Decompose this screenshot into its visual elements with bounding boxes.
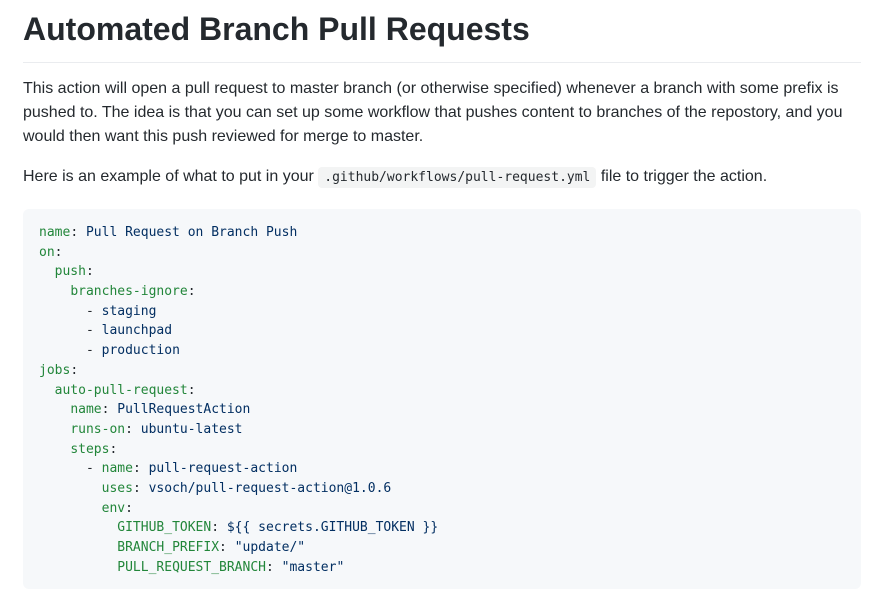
- example-paragraph: Here is an example of what to put in you…: [23, 165, 861, 190]
- code-indent: [39, 383, 55, 398]
- code-line: auto-pull-request:: [39, 381, 845, 401]
- code-line: name: Pull Request on Branch Push: [39, 223, 845, 243]
- code-colon: :: [125, 500, 133, 516]
- example-text-before: Here is an example of what to put in you…: [23, 168, 319, 185]
- code-colon: :: [132, 461, 149, 477]
- code-value: vsoch/pull-request-action@1.0.6: [148, 480, 392, 496]
- code-colon: :: [70, 362, 79, 378]
- code-key: PULL_REQUEST_BRANCH: [117, 559, 266, 575]
- code-indent: [39, 304, 86, 319]
- code-value: ${{ secrets.GITHUB_TOKEN }}: [226, 520, 439, 536]
- code-list-dash: -: [85, 303, 102, 319]
- code-line: runs-on: ubuntu-latest: [39, 420, 845, 440]
- code-colon: :: [101, 402, 118, 418]
- code-key: BRANCH_PREFIX: [117, 540, 220, 555]
- code-colon: :: [187, 284, 196, 300]
- code-value: staging: [101, 303, 157, 319]
- code-value: Pull Request on Branch Push: [85, 225, 298, 240]
- code-colon: :: [70, 225, 86, 240]
- heading-divider: [23, 62, 861, 63]
- code-key: steps: [70, 441, 110, 457]
- intro-paragraph: This action will open a pull request to …: [23, 80, 843, 145]
- code-value: pull-request-action: [148, 461, 298, 477]
- code-line: on:: [39, 243, 845, 263]
- code-indent: [39, 422, 70, 437]
- code-colon: :: [211, 520, 227, 536]
- code-indent: [39, 442, 70, 457]
- code-indent: [39, 284, 70, 299]
- code-line: env:: [39, 499, 845, 519]
- code-colon: :: [266, 559, 282, 575]
- code-indent: [39, 540, 117, 555]
- code-indent: [39, 520, 117, 535]
- code-list-dash: -: [85, 343, 102, 359]
- code-key: uses: [101, 480, 133, 496]
- code-indent: [39, 402, 70, 417]
- code-line: PULL_REQUEST_BRANCH: "master": [39, 558, 845, 578]
- code-indent: [39, 343, 86, 358]
- code-line: GITHUB_TOKEN: ${{ secrets.GITHUB_TOKEN }…: [39, 518, 845, 538]
- code-line: jobs:: [39, 361, 845, 381]
- code-line: push:: [39, 262, 845, 282]
- code-list-dash: -: [85, 461, 102, 477]
- code-line: uses: vsoch/pull-request-action@1.0.6: [39, 479, 845, 499]
- code-key: branches-ignore: [70, 284, 188, 300]
- code-line: name: PullRequestAction: [39, 400, 845, 420]
- code-key: name: [70, 402, 102, 418]
- code-key: on: [39, 244, 55, 260]
- code-key: jobs: [39, 362, 71, 378]
- code-value: "update/": [234, 540, 306, 555]
- code-indent: [39, 481, 102, 496]
- code-indent: [39, 323, 86, 338]
- workflow-file-path: .github/workflows/pull-request.yml: [318, 167, 597, 188]
- code-value: production: [101, 343, 180, 359]
- page-title: Automated Branch Pull Requests: [23, 11, 530, 47]
- code-line: - staging: [39, 302, 845, 322]
- code-colon: :: [187, 382, 196, 398]
- example-text-after: file to trigger the action.: [596, 168, 768, 185]
- code-line: branches-ignore:: [39, 282, 845, 302]
- code-value: launchpad: [101, 323, 173, 339]
- code-indent: [39, 461, 86, 476]
- code-key: name: [101, 461, 133, 477]
- code-indent: [39, 501, 102, 516]
- code-key: name: [39, 225, 71, 240]
- code-key: env: [101, 500, 126, 516]
- code-line: - launchpad: [39, 321, 845, 341]
- code-value: PullRequestAction: [117, 402, 251, 418]
- readme-content: Automated Branch Pull Requests This acti…: [23, 11, 861, 590]
- code-line: BRANCH_PREFIX: "update/": [39, 538, 845, 558]
- code-colon: :: [85, 264, 94, 280]
- code-key: auto-pull-request: [54, 382, 188, 398]
- code-indent: [39, 560, 117, 575]
- code-colon: :: [219, 540, 235, 555]
- code-line: - production: [39, 341, 845, 361]
- code-colon: :: [54, 244, 63, 260]
- code-list-dash: -: [85, 323, 102, 339]
- code-line: - name: pull-request-action: [39, 459, 845, 479]
- code-value: "master": [281, 559, 345, 575]
- code-colon: :: [132, 480, 149, 496]
- code-colon: :: [109, 441, 118, 457]
- code-value: ubuntu-latest: [140, 421, 243, 437]
- code-indent: [39, 264, 55, 279]
- code-key: runs-on: [70, 421, 126, 437]
- code-key: GITHUB_TOKEN: [117, 520, 212, 536]
- code-line: steps:: [39, 440, 845, 460]
- code-colon: :: [125, 421, 141, 437]
- code-key: push: [54, 264, 86, 280]
